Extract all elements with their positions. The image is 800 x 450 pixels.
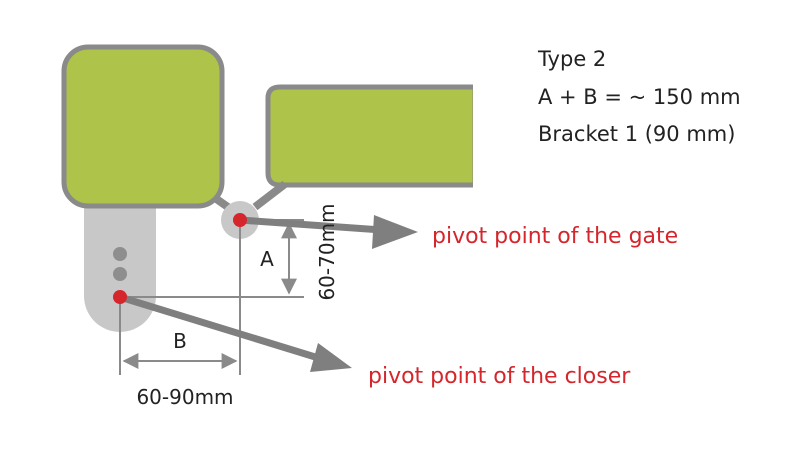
dimension-b-range: 60-90mm	[136, 385, 233, 409]
gate-pivot-point	[233, 213, 247, 227]
dimension-a-range: 60-70mm	[315, 203, 339, 300]
gate-pivot-pointer-head	[372, 215, 418, 249]
bracket-hole-middle	[113, 267, 127, 281]
closer-pivot-pointer-head	[310, 343, 352, 372]
gate-arm-upper	[252, 180, 288, 211]
post-block	[61, 44, 225, 209]
gate-block-cut	[473, 84, 493, 188]
info-sum-line: A + B = ~ 150 mm	[538, 85, 741, 109]
dimension-a-label: A	[260, 247, 274, 271]
bracket-hole-upper	[113, 247, 127, 261]
gate-pivot-pointer-shaft	[239, 216, 383, 234]
closer-pivot-pointer-shaft	[118, 293, 327, 364]
pivot-gate-label: pivot point of the gate	[432, 224, 678, 249]
dimension-b-label: B	[173, 329, 187, 353]
gate-block	[265, 84, 478, 188]
info-type-line: Type 2	[537, 47, 606, 71]
pivot-closer-label: pivot point of the closer	[368, 364, 631, 389]
closer-pivot-point	[113, 290, 127, 304]
info-bracket-line: Bracket 1 (90 mm)	[538, 122, 735, 146]
